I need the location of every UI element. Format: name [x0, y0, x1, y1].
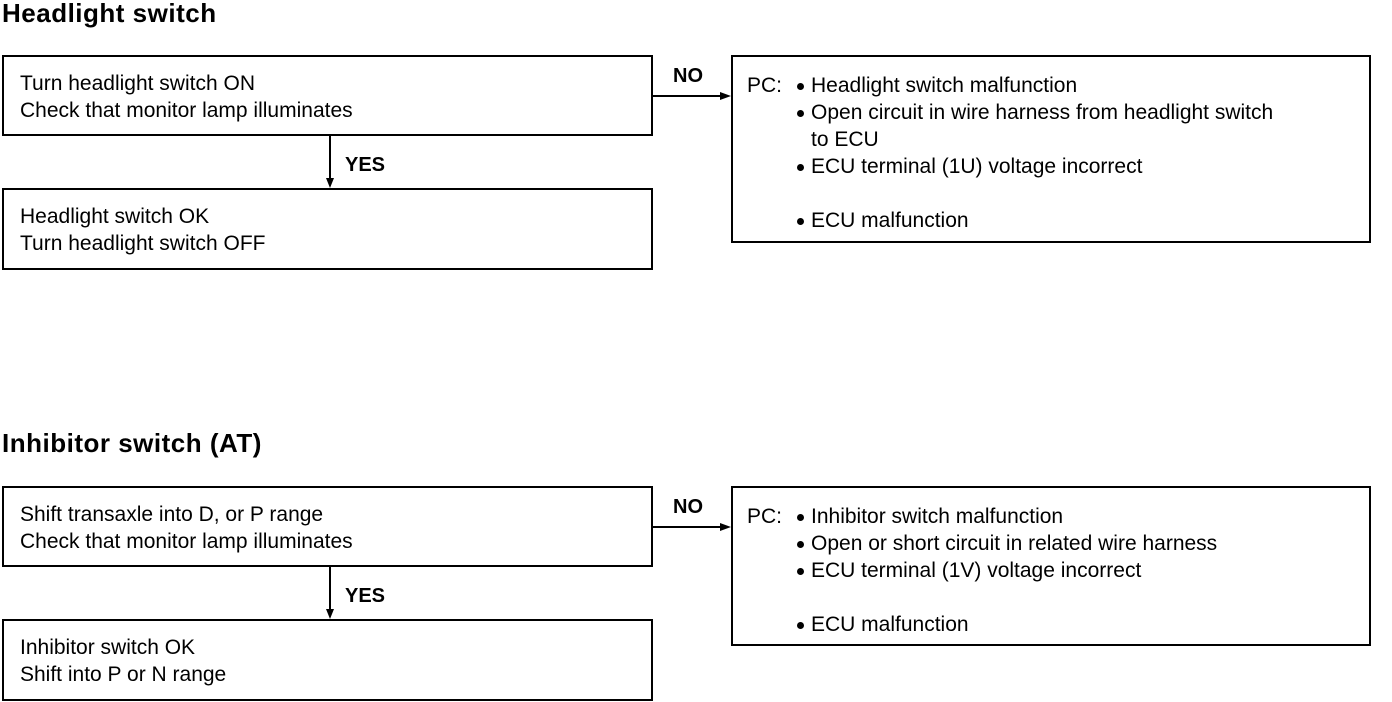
ok-step-line: Turn headlight switch OFF	[20, 232, 266, 255]
no-arrow-head	[720, 92, 731, 100]
cause-box-headlight: PC: Headlight switch malfunction Open ci…	[731, 55, 1371, 243]
cause-item-continuation: to ECU	[811, 128, 879, 151]
no-arrow-head	[720, 523, 731, 531]
ok-step-line: Shift into P or N range	[20, 663, 227, 686]
cause-item: ECU terminal (1V) voltage incorrect	[795, 557, 1217, 584]
cause-item: Headlight switch malfunction	[795, 72, 1273, 99]
cause-item: ECU malfunction	[795, 207, 1273, 234]
no-label: NO	[673, 65, 703, 87]
yes-label: YES	[345, 154, 386, 176]
pc-prefix: PC:	[747, 74, 783, 97]
cause-list: Headlight switch malfunction Open circui…	[795, 72, 1273, 234]
ok-box-inhibitor: Inhibitor switch OK Shift into P or N ra…	[2, 619, 653, 701]
check-step-line: Check that monitor lamp illuminates	[20, 99, 353, 122]
section-title-inhibitor-switch: Inhibitor switch (AT)	[2, 428, 262, 458]
yes-label: YES	[345, 585, 386, 607]
check-step-line: Turn headlight switch ON	[20, 72, 255, 95]
yes-arrow-head	[326, 609, 334, 619]
check-step-line: Check that monitor lamp illuminates	[20, 530, 353, 553]
cause-item: Open circuit in wire harness from headli…	[795, 99, 1273, 153]
pc-prefix: PC:	[747, 505, 783, 528]
cause-box-inhibitor: PC: Inhibitor switch malfunction Open or…	[731, 486, 1371, 646]
no-label: NO	[673, 496, 703, 518]
cause-item: Open or short circuit in related wire ha…	[795, 530, 1217, 557]
section-title-headlight-switch: Headlight switch	[2, 0, 217, 28]
check-box-inhibitor: Shift transaxle into D, or P range Check…	[2, 486, 653, 567]
cause-item: ECU terminal (1U) voltage incorrect	[795, 153, 1273, 180]
cause-item: ECU malfunction	[795, 611, 1217, 638]
cause-list: Inhibitor switch malfunction Open or sho…	[795, 503, 1217, 638]
check-step-line: Shift transaxle into D, or P range	[20, 503, 324, 526]
check-box-headlight: Turn headlight switch ON Check that moni…	[2, 55, 653, 136]
ok-step-line: Headlight switch OK	[20, 205, 210, 228]
cause-item: Inhibitor switch malfunction	[795, 503, 1217, 530]
ok-step-line: Inhibitor switch OK	[20, 636, 196, 659]
ok-box-headlight: Headlight switch OK Turn headlight switc…	[2, 188, 653, 270]
yes-arrow-head	[326, 178, 334, 188]
